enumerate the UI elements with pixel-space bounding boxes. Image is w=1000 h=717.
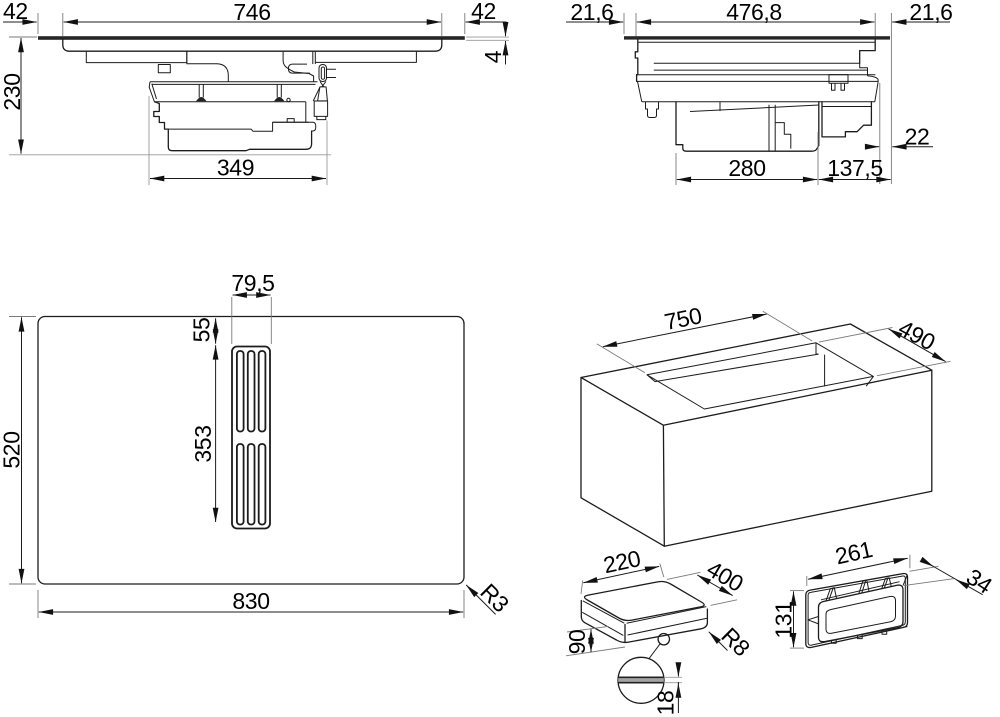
svg-text:746: 746 bbox=[233, 0, 270, 25]
svg-text:42: 42 bbox=[471, 0, 496, 24]
svg-text:520: 520 bbox=[0, 431, 25, 468]
svg-text:490: 490 bbox=[894, 315, 939, 356]
svg-text:42: 42 bbox=[3, 0, 28, 24]
svg-text:21,6: 21,6 bbox=[909, 0, 952, 25]
svg-text:400: 400 bbox=[702, 555, 747, 596]
svg-text:R8: R8 bbox=[716, 622, 755, 661]
svg-text:230: 230 bbox=[0, 73, 25, 110]
svg-text:R3: R3 bbox=[475, 578, 514, 617]
svg-text:137,5: 137,5 bbox=[827, 155, 883, 181]
svg-text:830: 830 bbox=[232, 588, 269, 614]
svg-text:750: 750 bbox=[662, 302, 704, 335]
svg-text:353: 353 bbox=[190, 425, 216, 462]
svg-text:131: 131 bbox=[771, 601, 797, 638]
svg-text:18: 18 bbox=[653, 691, 679, 716]
svg-text:34: 34 bbox=[962, 563, 997, 599]
svg-text:4: 4 bbox=[480, 50, 506, 63]
svg-text:55: 55 bbox=[189, 318, 215, 343]
svg-text:349: 349 bbox=[217, 155, 254, 181]
svg-text:22: 22 bbox=[905, 124, 930, 150]
svg-text:220: 220 bbox=[601, 545, 643, 578]
svg-text:476,8: 476,8 bbox=[726, 0, 782, 25]
svg-text:21,6: 21,6 bbox=[570, 0, 613, 25]
svg-text:261: 261 bbox=[833, 536, 875, 569]
svg-text:79,5: 79,5 bbox=[231, 270, 274, 296]
svg-text:280: 280 bbox=[728, 155, 765, 181]
svg-text:90: 90 bbox=[564, 630, 590, 655]
